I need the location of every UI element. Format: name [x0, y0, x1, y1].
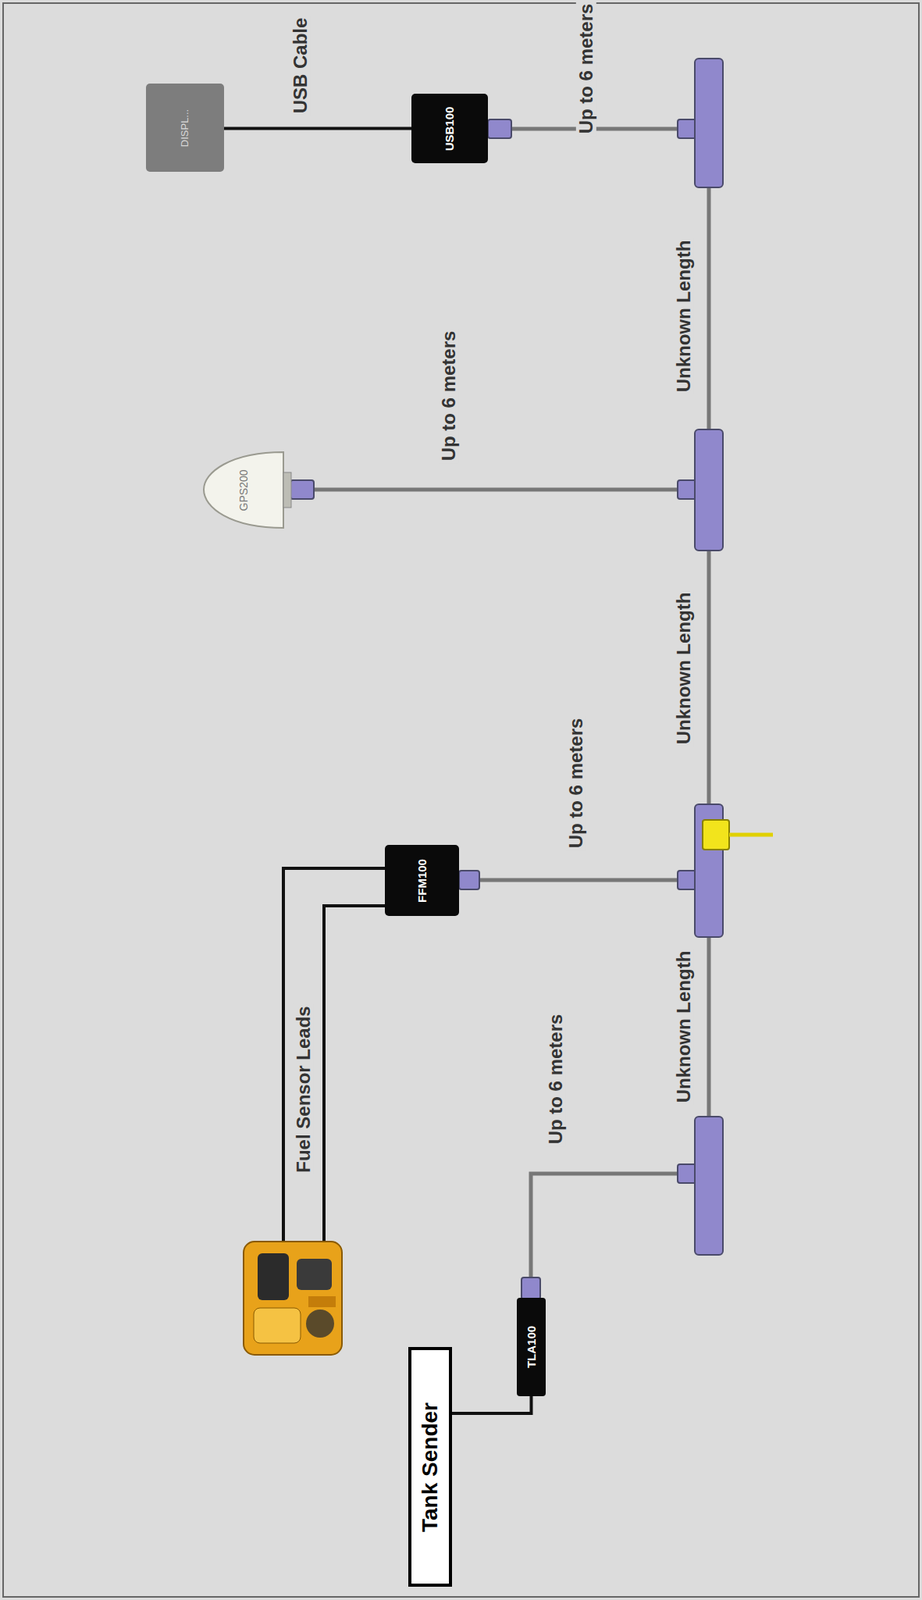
sensor-lead — [323, 905, 385, 1250]
node-text: GPS200 — [237, 469, 250, 511]
cable-label: Up to 6 meters — [545, 1011, 567, 1147]
device-connector — [459, 870, 480, 890]
tee-connector — [677, 1164, 697, 1183]
wire-connector — [224, 127, 412, 131]
engine-part — [308, 1295, 336, 1307]
tee-connector — [694, 429, 723, 551]
tee-connector — [694, 1116, 723, 1255]
dome-base — [283, 472, 292, 508]
gateway-box: USB100 — [411, 93, 488, 164]
cable-label: USB Cable — [290, 15, 311, 117]
tee-connector — [677, 870, 697, 890]
drop-cable — [476, 878, 695, 883]
engine-part — [257, 1253, 289, 1300]
device-connector — [487, 119, 512, 139]
backbone-cable — [707, 58, 712, 1255]
drop-cable — [530, 1173, 695, 1281]
node-text: DISPL... — [179, 108, 192, 146]
cable-label: Up to 6 meters — [576, 1, 597, 137]
node-text: FFM100 — [415, 858, 429, 903]
engine-illustration — [243, 1241, 342, 1355]
cable-label: Unknown Length — [673, 948, 695, 1106]
gps-dome: GPS200 — [199, 448, 296, 531]
adapter-box: TLA100 — [516, 1297, 546, 1396]
node-text: USB100 — [442, 106, 456, 151]
engine-block — [243, 1241, 342, 1355]
page-frame — [3, 3, 919, 1597]
device-connector — [290, 480, 314, 499]
drop-cable — [312, 487, 695, 492]
device-connector — [521, 1277, 541, 1300]
drop-cable — [507, 127, 695, 132]
power-lead — [729, 833, 773, 837]
tee-connector — [677, 480, 697, 499]
engine-part — [306, 1309, 335, 1338]
tee-connector — [694, 58, 723, 188]
node-text: TLA100 — [524, 1325, 538, 1368]
sender-box: Tank Sender — [408, 1346, 453, 1587]
wire-connector — [452, 1395, 532, 1414]
cable-label: Up to 6 meters — [438, 328, 460, 464]
node-text: Tank Sender — [417, 1402, 443, 1532]
cable-label: Fuel Sensor Leads — [293, 1003, 314, 1175]
engine-part — [253, 1307, 301, 1343]
module-box: FFM100 — [384, 844, 460, 916]
tee-connector — [677, 119, 697, 139]
dome-shape — [203, 452, 284, 528]
cable-label: Unknown Length — [673, 590, 695, 748]
cable-label: Unknown Length — [673, 238, 695, 396]
cable-label: Up to 6 meters — [566, 715, 587, 851]
power-tee — [702, 819, 730, 850]
engine-part — [296, 1258, 332, 1290]
sensor-lead — [283, 868, 385, 1242]
display-box: DISPL... — [145, 83, 225, 172]
